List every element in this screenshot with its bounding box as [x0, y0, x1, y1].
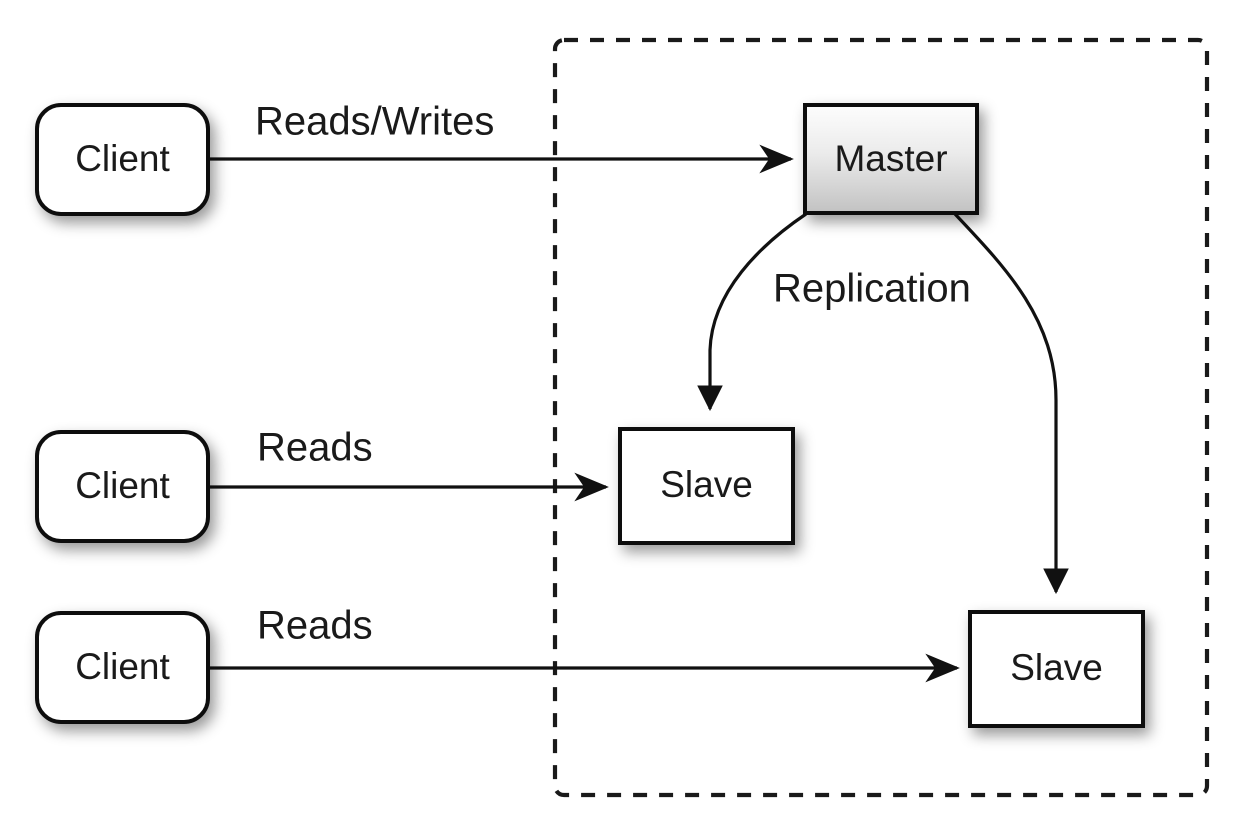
edge-label-reads-writes: Reads/Writes	[255, 100, 494, 144]
slave-upper-box[interactable]	[618, 427, 795, 545]
node-client-bottom[interactable]: Client	[35, 611, 210, 724]
edge-master-to-slave-upper	[697, 212, 807, 412]
slave-lower-label: Slave	[1010, 647, 1103, 688]
client-bottom-label: Client	[75, 646, 170, 687]
slave-upper-label: Slave	[660, 464, 753, 505]
client-middle-label: Client	[75, 465, 170, 506]
edge-master-to-slave-lower	[953, 212, 1069, 595]
client-middle-box[interactable]	[35, 430, 210, 543]
edge-label-reads-middle: Reads	[257, 426, 373, 470]
master-box[interactable]	[803, 103, 979, 215]
node-master[interactable]: Master	[803, 103, 979, 215]
node-client-top[interactable]: Client	[35, 103, 210, 216]
client-bottom-box[interactable]	[35, 611, 210, 724]
client-top-label: Client	[75, 138, 170, 179]
node-client-middle[interactable]: Client	[35, 430, 210, 543]
edge-label-replication: Replication	[773, 267, 971, 311]
node-slave-lower[interactable]: Slave	[968, 610, 1145, 728]
database-cluster-boundary	[552, 37, 1210, 798]
client-top-box[interactable]	[35, 103, 210, 216]
slave-lower-box[interactable]	[968, 610, 1145, 728]
master-label: Master	[834, 138, 947, 179]
edge-label-reads-bottom: Reads	[257, 604, 373, 648]
node-slave-upper[interactable]: Slave	[618, 427, 795, 545]
